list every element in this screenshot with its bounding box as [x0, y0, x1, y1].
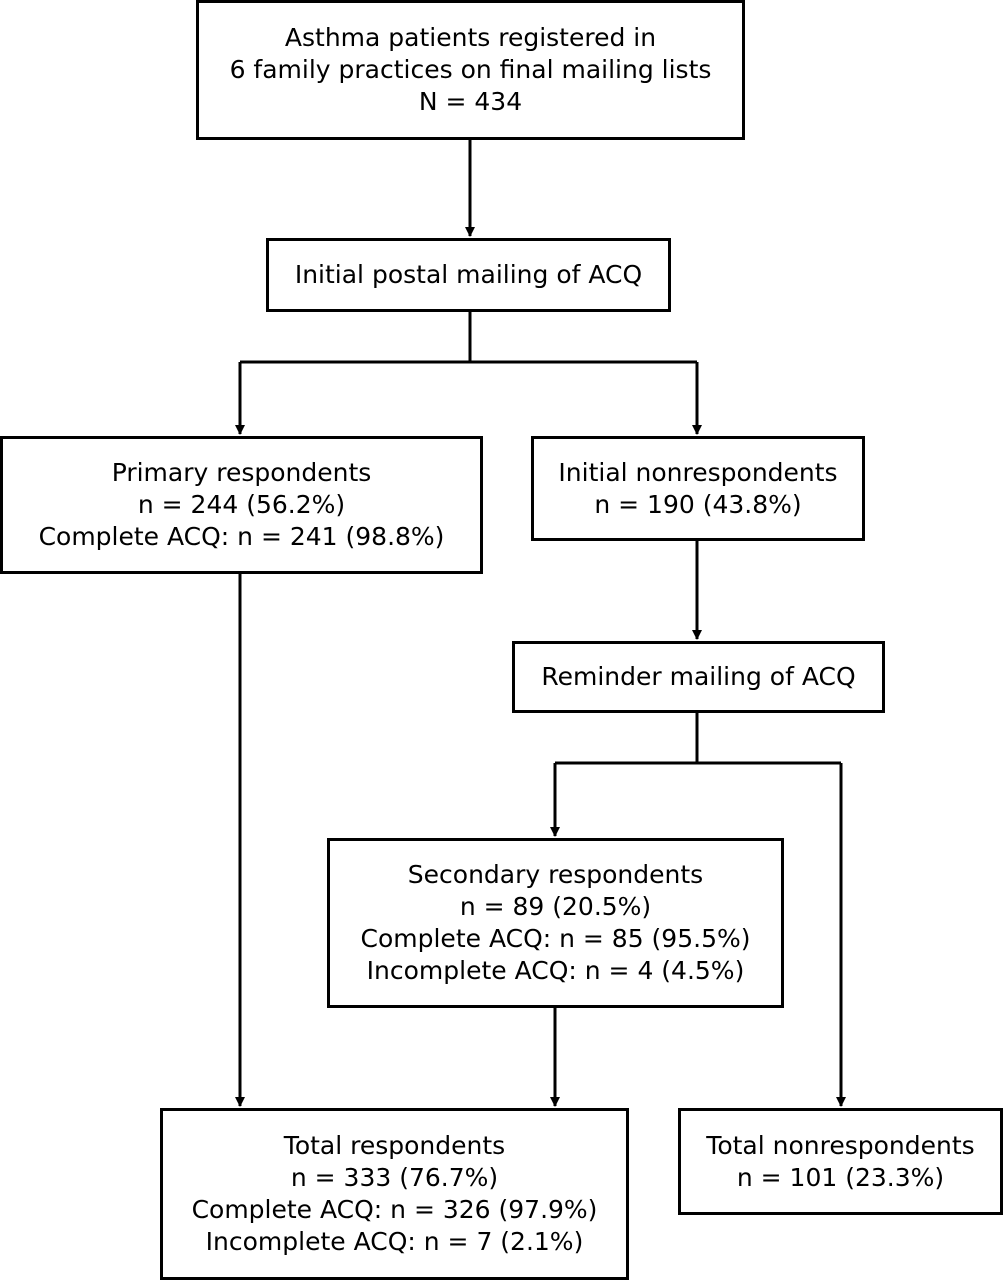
- total-nonrespondents-line-1: Total nonrespondents: [706, 1130, 975, 1160]
- total-respondents-line-1: Total respondents: [283, 1131, 506, 1160]
- registered-patients-box: Asthma patients registered in 6 family p…: [196, 0, 745, 140]
- total-respondents-box: Total respondents n = 333 (76.7%) Comple…: [160, 1108, 629, 1280]
- primary-line-3: Complete ACQ: n = 241 (98.8%): [38, 522, 445, 551]
- registered-line-1: Asthma patients registered in: [284, 23, 657, 52]
- secondary-line-1: Secondary respondents: [407, 860, 704, 889]
- registered-line-3: N = 434: [418, 87, 523, 116]
- initial-mailing-label: Initial postal mailing of ACQ: [294, 260, 643, 289]
- primary-respondents-box: Primary respondents n = 244 (56.2%) Comp…: [0, 436, 483, 574]
- initial-nonrespondents-line-1: Initial nonrespondents: [558, 457, 838, 487]
- primary-line-2: n = 244 (56.2%): [137, 490, 346, 519]
- registered-line-2: 6 family practices on final mailing list…: [229, 55, 712, 84]
- secondary-line-4: Incomplete ACQ: n = 4 (4.5%): [366, 956, 745, 985]
- initial-mailing-box: Initial postal mailing of ACQ: [266, 238, 671, 312]
- reminder-mailing-box: Reminder mailing of ACQ: [512, 641, 885, 713]
- total-nonrespondents-line-2: n = 101 (23.3%): [736, 1162, 945, 1192]
- total-respondents-line-4: Incomplete ACQ: n = 7 (2.1%): [205, 1227, 584, 1256]
- secondary-line-2: n = 89 (20.5%): [459, 892, 652, 921]
- initial-nonrespondents-line-2: n = 190 (43.8%): [594, 489, 802, 519]
- total-respondents-line-2: n = 333 (76.7%): [290, 1163, 499, 1192]
- reminder-mailing-label: Reminder mailing of ACQ: [541, 662, 856, 691]
- secondary-respondents-box: Secondary respondents n = 89 (20.5%) Com…: [327, 838, 784, 1008]
- total-respondents-line-3: Complete ACQ: n = 326 (97.9%): [191, 1195, 598, 1224]
- primary-line-1: Primary respondents: [111, 458, 372, 487]
- total-nonrespondents-box: Total nonrespondents n = 101 (23.3%): [678, 1108, 1003, 1215]
- initial-nonrespondents-box: Initial nonrespondents n = 190 (43.8%): [531, 436, 865, 541]
- secondary-line-3: Complete ACQ: n = 85 (95.5%): [360, 924, 751, 953]
